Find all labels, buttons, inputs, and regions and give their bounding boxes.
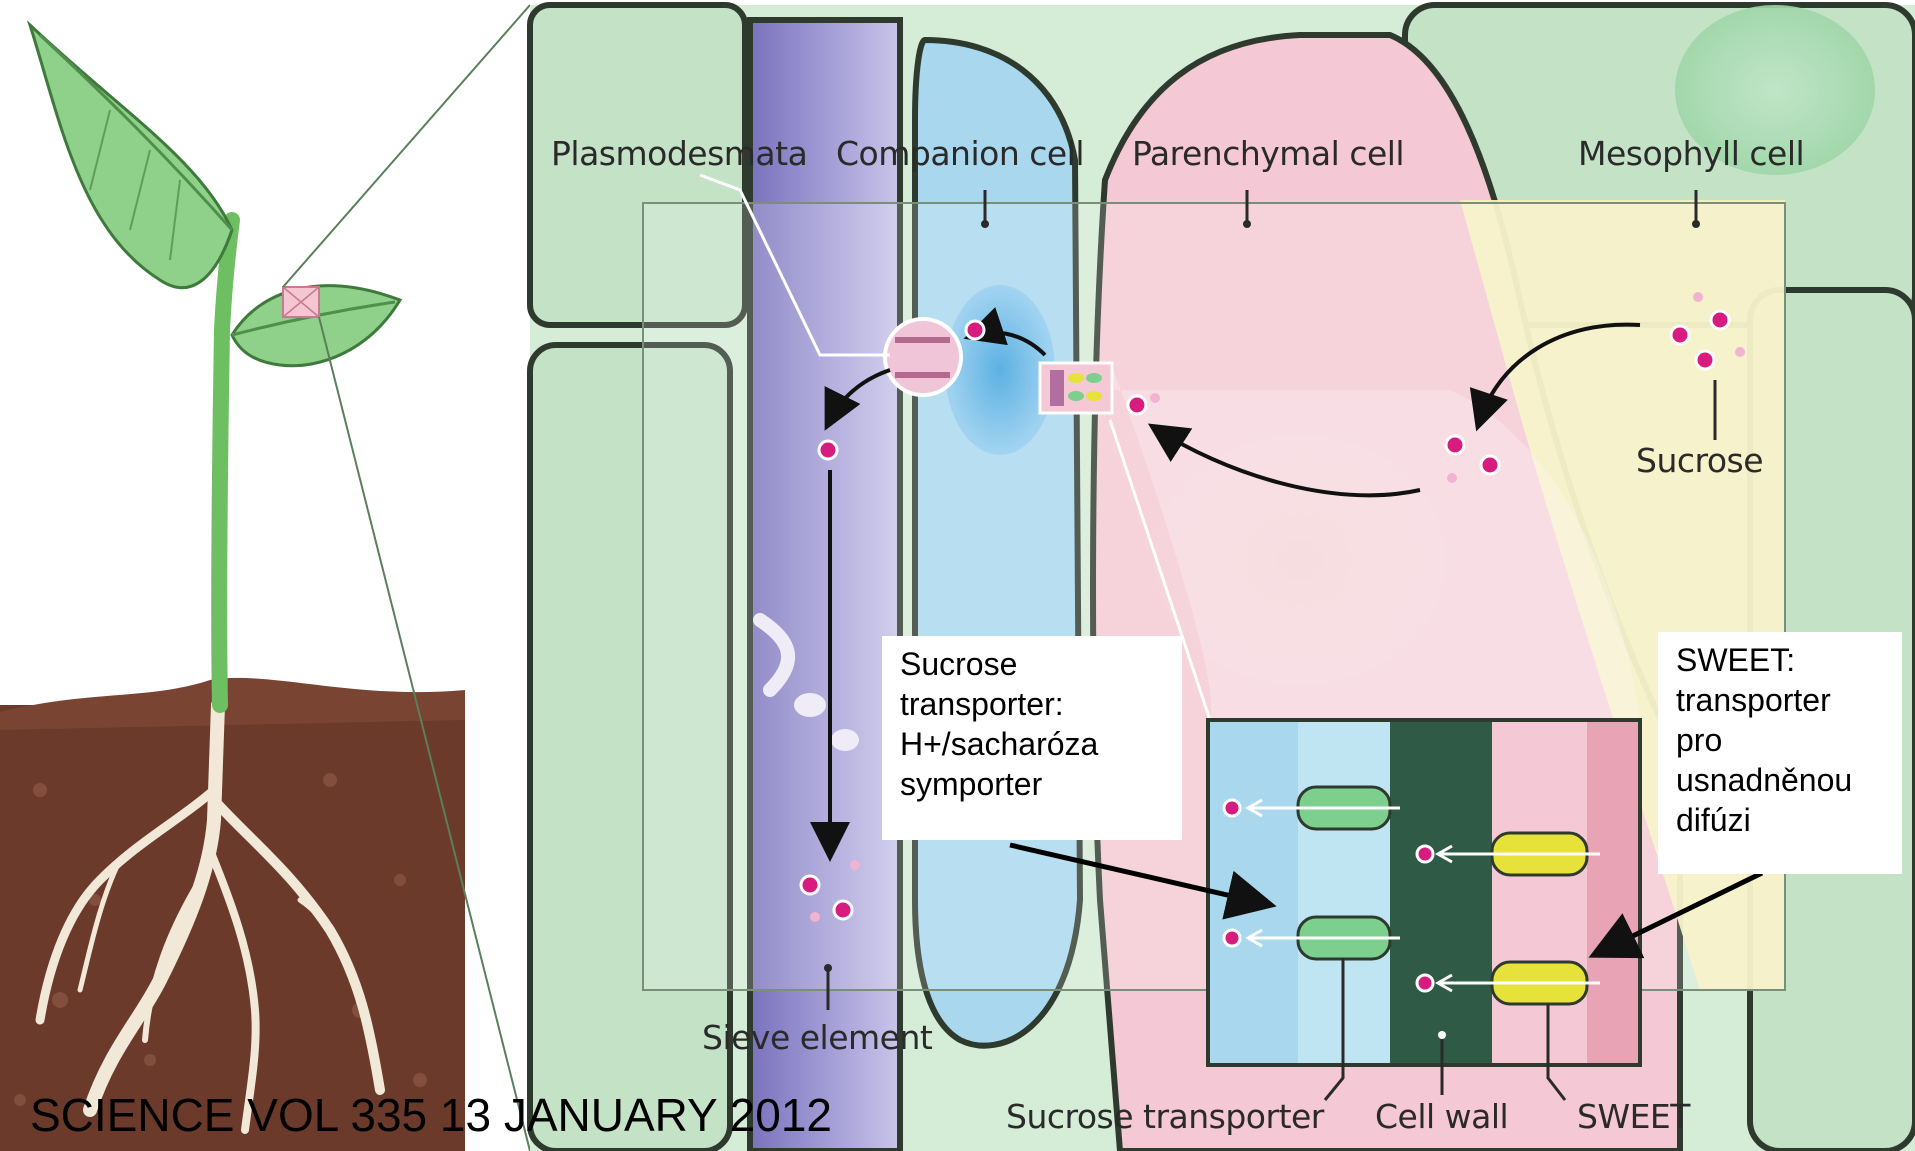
label-parenchymal-cell: Parenchymal cell	[1132, 134, 1404, 173]
note-line: H+/sacharóza	[900, 724, 1164, 764]
membrane-transporter-box	[1040, 363, 1112, 413]
label-sieve-element: Sieve element	[702, 1018, 932, 1057]
label-companion-cell: Companion cell	[836, 134, 1084, 173]
note-line: pro	[1676, 720, 1884, 760]
note-line: SWEET:	[1676, 640, 1884, 680]
large-leaf	[30, 25, 232, 288]
membrane-inset	[1208, 720, 1640, 1100]
plasmodesmata-channel	[885, 319, 961, 395]
note-line: symporter	[900, 764, 1164, 804]
label-sweet: SWEET	[1577, 1097, 1690, 1136]
note-sweet: SWEET: transporter pro usnadněnou difúzi	[1658, 632, 1902, 874]
note-line: transporter	[1676, 680, 1884, 720]
note-line: difúzi	[1676, 800, 1884, 840]
note-sucrose-transporter: Sucrose transporter: H+/sacharóza sympor…	[882, 636, 1182, 840]
note-line: Sucrose	[900, 644, 1164, 684]
label-plasmodesmata: Plasmodesmata	[551, 134, 807, 173]
note-line: usnadněnou	[1676, 760, 1884, 800]
citation: SCIENCE VOL 335 13 JANUARY 2012	[30, 1088, 832, 1142]
plant-illustration	[0, 25, 465, 1151]
label-mesophyll-cell: Mesophyll cell	[1578, 134, 1804, 173]
label-sucrose-transporter: Sucrose transporter	[1006, 1097, 1324, 1136]
label-sucrose: Sucrose	[1636, 441, 1763, 480]
label-cell-wall: Cell wall	[1375, 1097, 1508, 1136]
note-line: transporter:	[900, 684, 1164, 724]
